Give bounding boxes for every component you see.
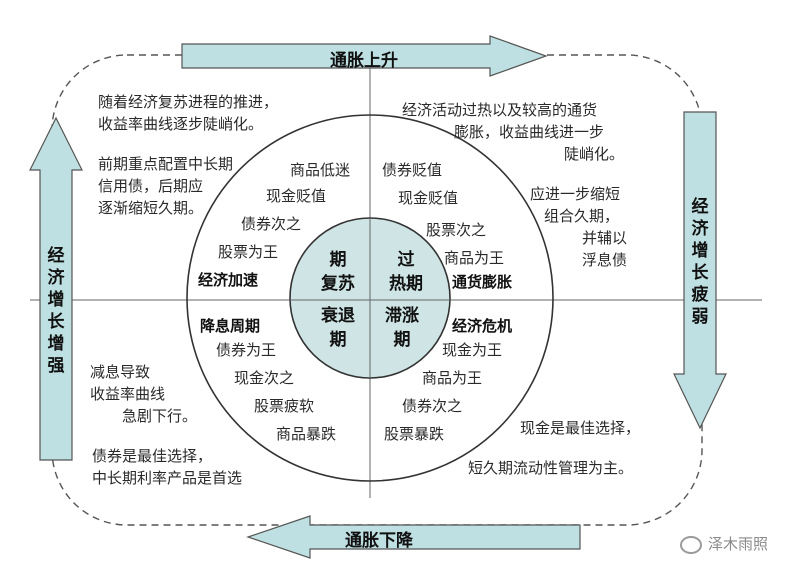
top-arrow [181,35,548,77]
ring-br-item: 股票暴跌 [384,425,445,443]
watermark: 泽木雨照 [679,533,768,554]
ring-tl-item: 商品低迷 [290,161,351,179]
growth-strengthening-label: 经济增长增强 [47,246,65,376]
inflation-rising-label: 通胀上升 [330,51,398,71]
wechat-icon [679,535,702,554]
ring-tr-item: 债券贬值 [382,161,443,179]
phase-recovery: 期复苏 [321,250,355,294]
phase-stagflation: 滞涨期 [385,306,419,350]
ring-tr-label: 通货膨胀 [452,273,513,291]
ring-bl-item: 商品暴跌 [276,425,337,443]
ring-tl-item: 债券次之 [241,215,302,233]
ring-tl-item: 股票为王 [218,243,279,261]
ring-tr-item: 股票次之 [426,221,487,239]
ring-bl-item: 债券为王 [216,341,277,359]
ring-tl-label: 经济加速 [198,271,259,289]
ring-tr-item: 商品为王 [444,249,505,267]
outer-circle [186,114,554,482]
inflation-falling-label: 通胀下降 [345,531,413,551]
ring-bl-label: 降息周期 [200,317,261,335]
ring-br-item: 债券次之 [402,397,463,415]
growth-weakening-label: 经济增长疲弱 [691,197,709,327]
right-arrow [673,111,727,430]
ring-bl-item: 股票疲软 [254,397,315,415]
ring-br-label: 经济危机 [452,317,513,335]
ring-tl-item: 现金贬值 [266,187,327,205]
bottom-arrow [246,515,581,559]
ring-br-item: 现金为王 [442,341,503,359]
ring-bl-item: 现金次之 [234,369,295,387]
ring-tr-item: 现金贬值 [398,189,459,207]
left-arrow [29,116,83,461]
ring-br-item: 商品为王 [422,369,483,387]
phase-recession: 衰退期 [321,306,355,350]
phase-overheat: 过热期 [389,250,423,294]
